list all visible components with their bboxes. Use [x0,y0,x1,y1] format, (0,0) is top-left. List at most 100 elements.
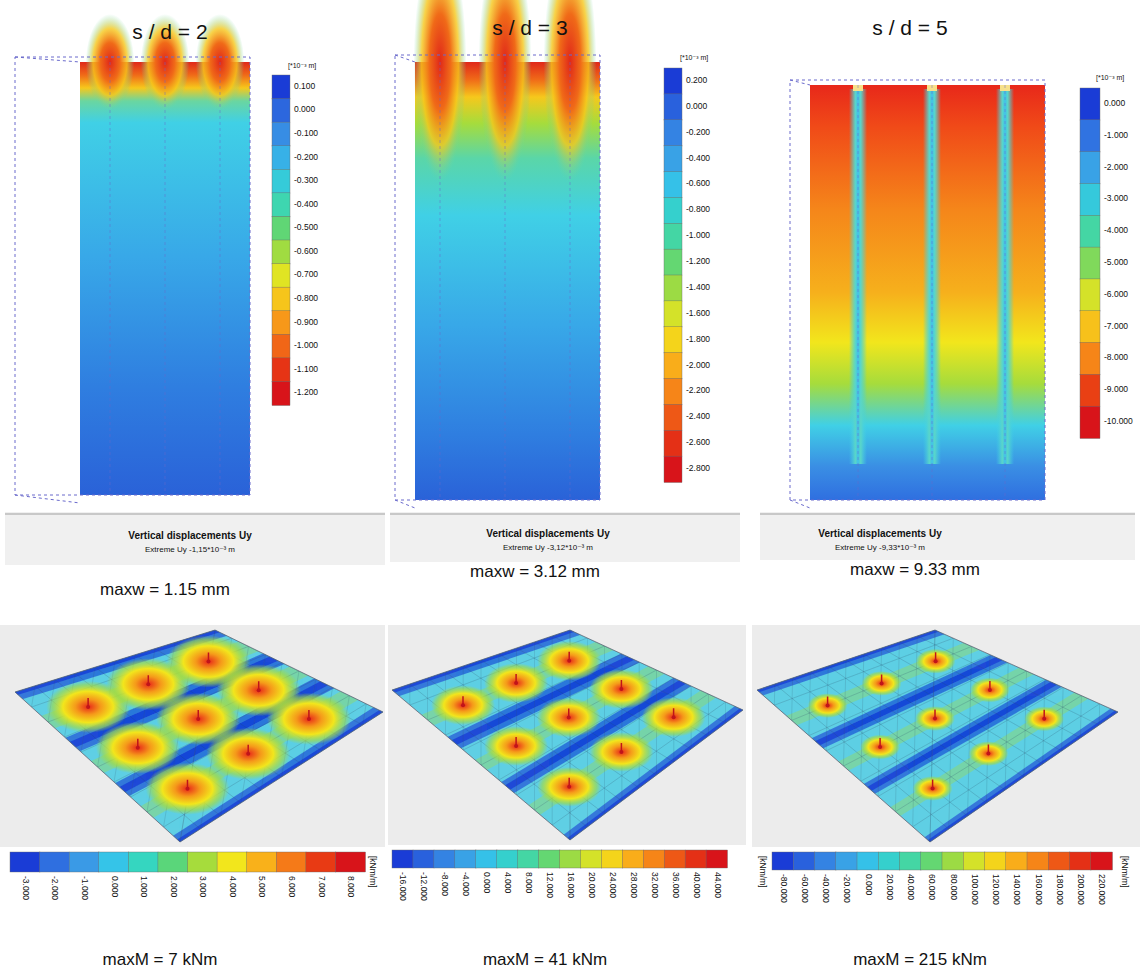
colorbar-cell [272,169,290,193]
max-displacement: maxw = 1.15 mm [100,580,230,600]
colorbar-value: 80.000 [948,874,958,900]
pile-node [136,746,140,750]
colorbar-cell [664,68,682,94]
unit-label: [*10⁻³ m] [680,54,708,62]
colorbar-value: 12.000 [544,872,554,898]
colorbar-value: 0.100 [294,82,315,92]
colorbar-cell [188,852,218,872]
pile-node [880,681,884,685]
mesh-line [725,702,726,723]
colorbar-value: -0.700 [294,270,318,280]
colorbar-cell [622,850,643,868]
colorbar-cell [217,852,247,872]
pile-node [988,688,992,692]
unit-label: [kNm/m] [367,856,377,888]
pile-moment [968,741,1008,766]
plot-extreme: Extreme Uy -9,33*10⁻³ m [835,543,925,552]
colorbar-value: 5.000 [257,876,267,897]
plot-caption: Vertical displacements Uy [818,528,941,540]
colorbar-value: -0.400 [686,154,710,164]
colorbar-cell [580,850,601,868]
colorbar-cell [539,850,560,868]
pile-node [196,717,200,721]
pile-moment [267,693,351,745]
pile-moment [589,732,653,772]
pile-axis [858,85,859,500]
colorbar-cell [664,850,685,868]
moment-plate [0,624,403,855]
pile-node [934,659,938,663]
colorbar-cell [272,75,290,99]
colorbar-value: -5.000 [1104,258,1128,268]
moment-plate [739,624,1137,855]
pile-node [567,716,571,720]
pile-axis [110,62,111,495]
colorbar-cell [942,852,964,870]
colorbar-cell [685,850,706,868]
colorbar-cell [434,850,455,868]
colorbar-cell [272,287,290,311]
plot-caption: Vertical displacements Uy [128,530,251,542]
colorbar-cell [276,852,306,872]
colorbar-value: -10.000 [1104,417,1133,427]
colorbar-value: 1.000 [138,876,148,897]
colorbar-value: 140.000 [1011,874,1021,905]
colorbar-cell [664,146,682,172]
colorbar-value: 200.000 [1075,874,1085,905]
plate-fill [15,630,383,842]
colorbar-cell [272,216,290,240]
panel-title: s / d = 3 [492,16,567,40]
colorbar-value: -2.200 [686,387,710,397]
plate-border [757,630,1118,842]
pile-node [567,659,571,663]
colorbar-value: -3.000 [20,876,30,900]
colorbar-value: 4.000 [227,876,237,897]
displacement-contour [810,85,1045,500]
colorbar-value: -1.400 [686,283,710,293]
colorbar-cell [392,850,413,868]
colorbar-value: -1.200 [686,257,710,267]
colorbar-cell [857,852,879,870]
mesh-line [844,660,847,766]
colorbar-cell [1080,279,1100,311]
pile-axis [932,85,933,500]
colorbar-value: -9.000 [1104,385,1128,395]
pile-node [931,786,935,790]
colorbar-cell [664,249,682,275]
colorbar-value: -12.000 [419,872,429,901]
pile-moment [860,735,900,760]
colorbar-cell [643,850,664,868]
colorbar-cell [664,172,682,198]
colorbar-cell [1006,852,1028,870]
colorbar-value: 36.000 [670,872,680,898]
colorbar-value: 0.000 [1104,99,1125,109]
pile-node [619,687,623,691]
mesh-line [409,684,410,705]
colorbar-cell [921,852,943,870]
colorbar-cell [1080,215,1100,247]
colorbar-value: -0.600 [686,180,710,190]
colorbar-cell [128,852,158,872]
pile-moment [484,663,548,703]
colorbar-value: 44.000 [712,872,722,898]
pile-moment [537,641,601,681]
pile-moment [484,726,548,766]
colorbar-cell [272,240,290,264]
colorbar-value: 28.000 [628,872,638,898]
pile-moment [808,693,848,718]
colorbar-cell [560,850,581,868]
pile-contours [849,85,1014,464]
colorbar-cell [664,197,682,223]
colorbar-cell [664,120,682,146]
pile-node [461,703,465,707]
colorbar-value: 180.000 [1054,874,1064,905]
colorbar-value: -16.000 [398,872,408,901]
colorbar-cell [664,353,682,379]
colorbar-value: 60.000 [926,874,936,900]
colorbar-value: 7.000 [316,876,326,897]
mesh-line [792,678,793,720]
colorbar-value: 0.000 [863,874,873,895]
colorbar-cell [1048,852,1070,870]
pile-node [86,705,90,709]
model-edge [15,495,80,503]
